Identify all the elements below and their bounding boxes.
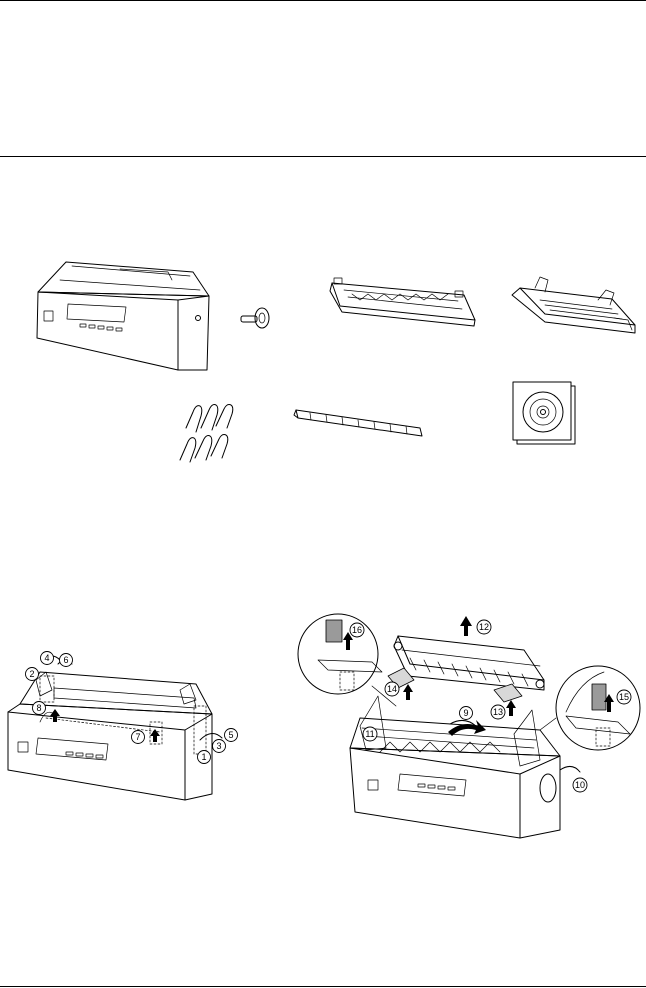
svg-text:3: 3 [216,741,221,751]
clip-lift-arrow-13 [506,700,516,716]
callout-13: 13 [491,705,505,719]
svg-text:9: 9 [463,708,468,718]
zoom-circle-right [556,666,640,750]
software-cd-illustration [513,382,575,444]
callout-3: 3 [213,740,226,753]
lock-arrow-8 [50,709,60,722]
callout-4: 4 [41,652,54,665]
paper-tear-strip-illustration [294,410,422,436]
svg-text:15: 15 [619,692,629,702]
printer-protective-materials-removal-figure [8,656,222,800]
cover-lift-arrow [460,616,472,636]
callout-12: 12 [477,620,491,634]
callout-5: 5 [225,729,238,742]
callout-8: 8 [33,702,46,715]
svg-text:2: 2 [29,669,34,679]
zoom-circle-left [298,614,382,694]
printer-cover-component [394,636,544,690]
svg-text:12: 12 [479,622,489,632]
svg-text:8: 8 [36,703,41,713]
callout-15: 15 [617,690,631,704]
clip-lift-arrow-14 [403,684,413,700]
paper-guide-illustration [512,277,635,333]
callout-11: 11 [363,727,377,741]
svg-text:11: 11 [365,729,374,739]
shipping-clip-right [494,684,522,702]
svg-text:7: 7 [135,732,140,742]
ribbon-cartridge-illustration [330,278,475,326]
svg-text:1: 1 [201,752,206,762]
callout-2: 2 [26,668,39,681]
svg-text:5: 5 [228,730,233,740]
paper-knob-illustration [241,308,269,328]
svg-text:6: 6 [63,655,68,665]
svg-text:14: 14 [387,684,397,694]
callout-14: 14 [385,682,399,696]
svg-text:16: 16 [352,625,362,635]
callout-1: 1 [198,751,211,764]
callout-7: 7 [132,731,145,744]
svg-text:13: 13 [493,707,503,717]
zoom-leader-right [540,718,556,730]
printer-illustration [37,262,209,370]
callout-6: 6 [60,654,73,667]
callout-9: 9 [460,707,473,720]
callout-16: 16 [350,623,364,637]
transportation-lock-wires-illustration [180,405,233,463]
svg-text:10: 10 [575,780,585,790]
svg-text:4: 4 [44,653,49,663]
callout-10: 10 [573,778,587,792]
